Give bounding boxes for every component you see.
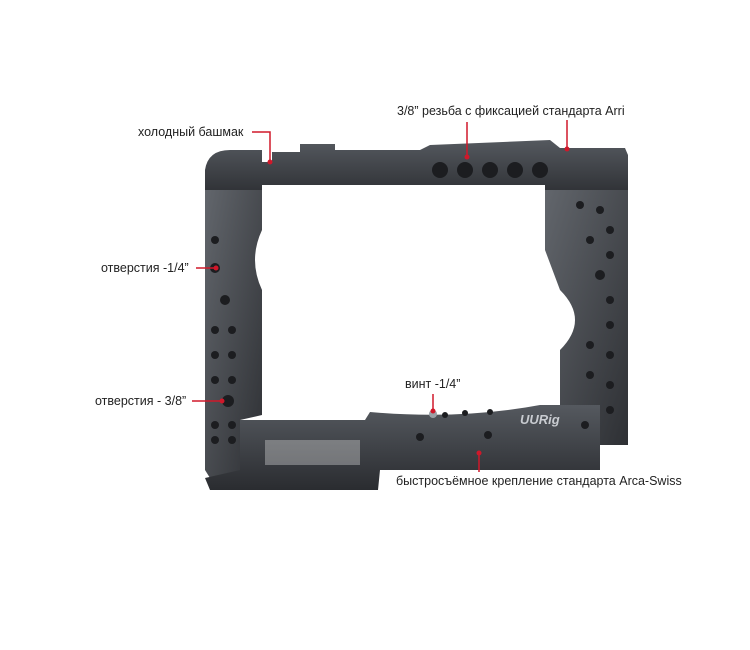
callout-quarter-screw: винт -1/4” — [405, 377, 461, 391]
callout-arri-thread: 3/8” резьба с фиксацией стандарта Arri — [397, 104, 625, 118]
callout-cold-shoe: холодный башмак — [138, 125, 244, 139]
cage-frame: UURig — [205, 140, 628, 490]
leader-lines — [192, 120, 568, 472]
leader-dots — [213, 146, 570, 456]
callout-arca-swiss: быстросъёмное крепление стандарта Arca-S… — [396, 474, 682, 488]
brand-logo: UURig — [520, 412, 560, 427]
callout-quarter-holes: отверстия -1/4” — [101, 261, 189, 275]
callout-three-eighths-holes: отверстия - 3/8” — [95, 394, 187, 408]
